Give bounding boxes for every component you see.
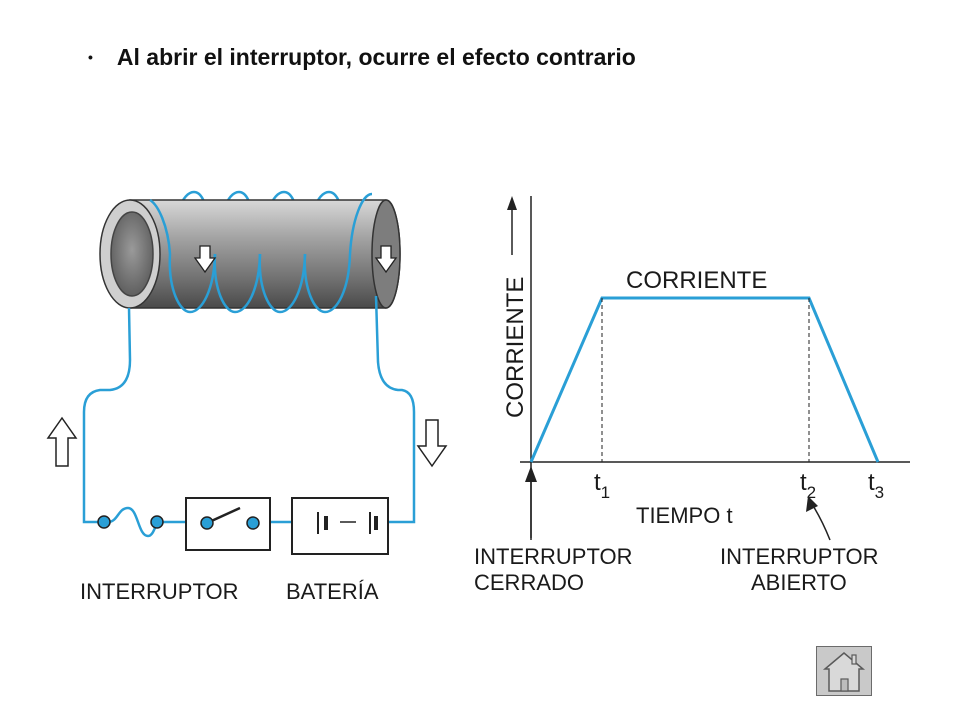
switch-contact-right	[246, 516, 260, 530]
closed-arrow-head-icon	[525, 466, 537, 482]
solenoid	[99, 190, 401, 314]
annotation-open-line2: ABIERTO	[751, 570, 847, 595]
current-down-arrow-icon	[416, 419, 448, 468]
slide-title: • Al abrir el interruptor, ocurre el efec…	[88, 44, 636, 71]
bullet: •	[88, 49, 93, 65]
flux-arrow-left-icon	[193, 245, 217, 274]
battery-box	[291, 497, 389, 555]
annotation-closed-line2: CERRADO	[474, 570, 584, 595]
current-graph: CORRIENTE CORRIENTE t1 t2 t3 TIEMPO t IN…	[474, 196, 910, 595]
current-up-arrow-icon	[46, 416, 78, 467]
current-curve	[529, 296, 880, 463]
coil-front	[149, 192, 373, 314]
slide-title-text: Al abrir el interruptor, ocurre el efect…	[116, 44, 636, 70]
battery-cells	[317, 512, 378, 534]
node-left	[97, 515, 111, 529]
tick-t1: t1	[594, 469, 610, 502]
flux-arrow-right-icon	[374, 245, 398, 274]
tick-t2: t2	[800, 469, 816, 502]
annotation-open-line1: INTERRUPTOR	[720, 544, 879, 569]
curve-label: CORRIENTE	[626, 267, 767, 294]
switch-label: INTERRUPTOR	[80, 579, 239, 604]
open-arrow-line	[811, 503, 831, 541]
annotation-closed-line1: INTERRUPTOR	[474, 544, 633, 569]
tick-t3: t3	[868, 469, 884, 502]
y-axis-label: CORRIENTE	[502, 277, 529, 418]
x-axis-label: TIEMPO t	[636, 503, 733, 528]
node-right	[150, 515, 164, 529]
battery-label: BATERÍA	[286, 579, 379, 604]
home-icon	[822, 652, 866, 692]
open-arrow-head-icon	[806, 496, 818, 512]
home-button[interactable]	[816, 646, 872, 696]
switch-contact-left	[200, 516, 214, 530]
cylinder-hole	[110, 211, 154, 297]
y-label-arrow-head-icon	[507, 196, 517, 210]
